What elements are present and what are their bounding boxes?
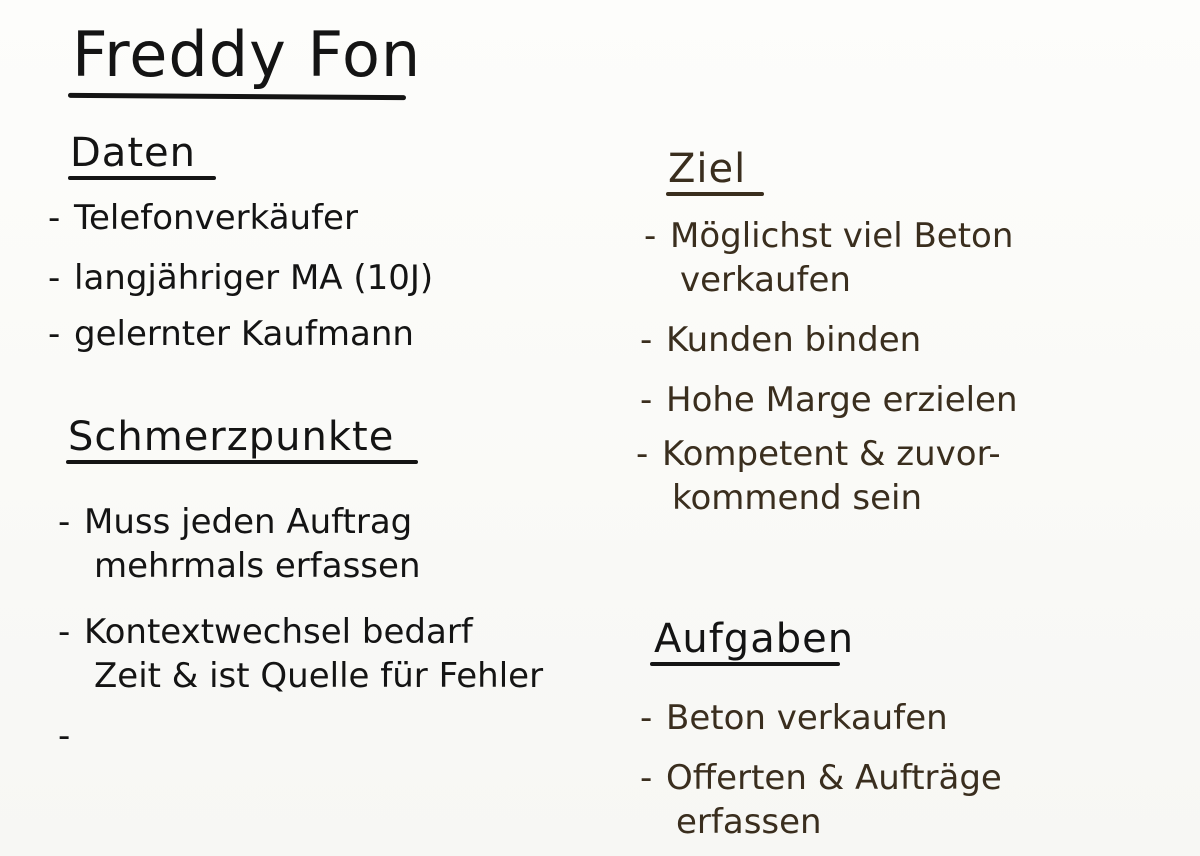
ziel-item-text: Möglichst viel Beton <box>670 216 1014 256</box>
ziel-heading: Ziel <box>668 146 747 192</box>
aufgaben-item-cont: erfassen <box>676 802 822 842</box>
aufgaben-heading-underline <box>650 662 840 666</box>
aufgaben-item-text: Offerten & Aufträge <box>666 758 1002 798</box>
schmerzpunkte-item-text: Muss jeden Auftrag <box>84 502 413 542</box>
aufgaben-item-text: Beton verkaufen <box>666 698 948 738</box>
ziel-item-3: -Hohe Marge erzielen <box>640 380 1018 420</box>
schmerzpunkte-heading: Schmerzpunkte <box>68 414 395 460</box>
schmerzpunkte-item-cont: mehrmals erfassen <box>94 546 421 586</box>
ziel-item-2: -Kunden binden <box>640 320 922 360</box>
ziel-item-1: -Möglichst viel Beton verkaufen <box>644 216 1014 300</box>
ziel-item-text: Hohe Marge erzielen <box>666 380 1018 420</box>
aufgaben-item-1: -Beton verkaufen <box>640 698 948 738</box>
daten-item-text: gelernter Kaufmann <box>74 314 414 354</box>
daten-item-text: Telefonverkäufer <box>74 198 358 238</box>
schmerzpunkte-item-3: - <box>58 716 71 756</box>
daten-heading: Daten <box>70 130 196 176</box>
daten-item-2: -langjähriger MA (10J) <box>48 258 434 298</box>
ziel-item-cont: kommend sein <box>672 478 923 518</box>
ziel-item-text: Kompetent & zuvor- <box>662 434 1001 474</box>
schmerzpunkte-item-text: Kontextwechsel bedarf <box>84 612 473 652</box>
daten-item-text: langjähriger MA (10J) <box>74 258 434 298</box>
daten-item-3: -gelernter Kaufmann <box>48 314 414 354</box>
schmerzpunkte-item-2: -Kontextwechsel bedarf Zeit & ist Quelle… <box>58 612 544 696</box>
aufgaben-heading: Aufgaben <box>654 616 855 662</box>
page-title: Freddy Fon <box>72 18 422 91</box>
daten-heading-underline <box>68 176 216 180</box>
ziel-item-cont: verkaufen <box>680 260 851 300</box>
schmerzpunkte-heading-underline <box>66 460 418 464</box>
aufgaben-item-2: -Offerten & Aufträge erfassen <box>640 758 1002 842</box>
ziel-heading-underline <box>666 192 764 196</box>
ziel-item-4: -Kompetent & zuvor- kommend sein <box>636 434 1001 518</box>
schmerzpunkte-item-1: -Muss jeden Auftrag mehrmals erfassen <box>58 502 421 586</box>
title-underline <box>67 92 407 101</box>
schmerzpunkte-item-cont: Zeit & ist Quelle für Fehler <box>94 656 544 696</box>
ziel-item-text: Kunden binden <box>666 320 922 360</box>
daten-item-1: -Telefonverkäufer <box>48 198 358 238</box>
